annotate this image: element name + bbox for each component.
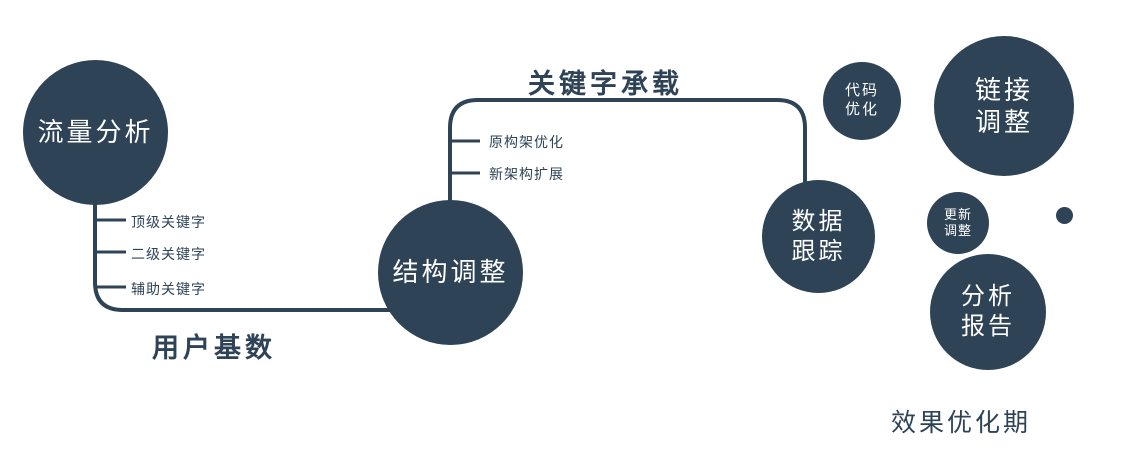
node-link-adjustment-line1: 链接 (974, 74, 1033, 105)
node-traffic-analysis-label: 流量分析 (37, 117, 154, 148)
node-update-adjustment: 更新 调整 (927, 192, 989, 254)
node-update-adjustment-line2: 调整 (943, 223, 972, 238)
branch-label-new-architecture: 新架构扩展 (489, 166, 564, 182)
node-structure-adjust-label: 结构调整 (392, 257, 509, 288)
caption-effect-optimization: 效果优化期 (891, 409, 1032, 437)
branch-label-original-architecture: 原构架优化 (489, 134, 564, 150)
branch-label-top-keywords: 顶级关键字 (131, 214, 206, 230)
node-analysis-report-line2: 报告 (961, 313, 1015, 340)
node-data-tracking-line2: 跟踪 (791, 237, 846, 265)
node-structure-adjust: 结构调整 (378, 200, 523, 345)
node-analysis-report-line1: 分析 (961, 283, 1015, 310)
edge-label-user-base: 用户基数 (152, 333, 276, 363)
node-traffic-analysis: 流量分析 (23, 60, 168, 205)
node-link-adjustment: 链接 调整 (934, 36, 1074, 176)
node-code-optimization: 代码 优化 (823, 62, 901, 140)
path-traffic-to-structure (93, 190, 430, 312)
node-data-tracking-line1: 数据 (791, 207, 846, 235)
node-update-adjustment-line1: 更新 (943, 206, 972, 222)
branch-label-auxiliary-keywords: 辅助关键字 (131, 281, 206, 297)
node-code-optimization-line2: 优化 (844, 101, 879, 118)
dot-marker (1056, 207, 1073, 224)
node-link-adjustment-line2: 调整 (974, 107, 1033, 137)
edge-label-keyword-carrying: 关键字承载 (528, 69, 683, 99)
path-structure-to-tracking (448, 98, 807, 215)
node-analysis-report: 分析 报告 (930, 254, 1046, 370)
branch-label-secondary-keywords: 二级关键字 (131, 246, 206, 262)
node-code-optimization-line1: 代码 (844, 82, 879, 100)
node-data-tracking: 数据 跟踪 (762, 180, 875, 293)
